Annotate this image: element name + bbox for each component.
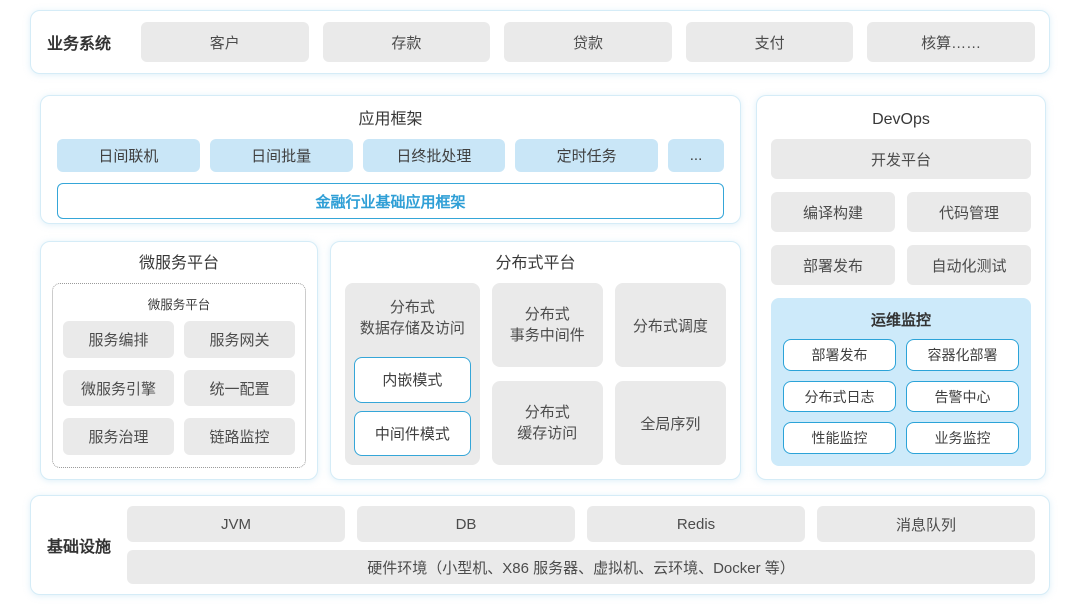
- distributed-scheduling: 分布式调度: [614, 283, 726, 368]
- platforms-row: 微服务平台 微服务平台 服务编排 服务网关 微服务引擎 统一配置 服务治理 链路…: [40, 241, 741, 480]
- microservice-item-trace-monitoring: 链路监控: [184, 418, 295, 455]
- infra-item-redis: Redis: [587, 506, 806, 542]
- app-framework-item-daytime-batch: 日间批量: [209, 139, 353, 173]
- devops-dev-platform: 开发平台: [771, 139, 1031, 180]
- distributed-transaction-middleware: 分布式 事务中间件: [491, 283, 603, 368]
- app-framework-item-more: ...: [668, 139, 724, 173]
- microservice-item-gateway: 服务网关: [184, 321, 295, 358]
- business-system-label: 业务系统: [47, 36, 112, 53]
- ops-monitoring-panel: 运维监控 部署发布 容器化部署 分布式日志 告警中心 性能监控 业务监控: [771, 298, 1031, 466]
- distributed-platform-panel: 分布式平台 分布式 数据存储及访问 内嵌模式 中间件模式 分布式 事务中间件 分…: [330, 241, 741, 480]
- distributed-platform-title: 分布式平台: [495, 255, 576, 272]
- distributed-storage-box: 分布式 数据存储及访问 内嵌模式 中间件模式: [345, 283, 480, 465]
- microservice-item-orchestration: 服务编排: [63, 321, 174, 358]
- business-system-item-customer: 客户: [141, 22, 309, 62]
- microservice-inner-title: 微服务平台: [147, 298, 211, 313]
- microservice-grid: 服务编排 服务网关 微服务引擎 统一配置 服务治理 链路监控: [63, 321, 295, 455]
- hardware-environment-box: 硬件环境（小型机、X86 服务器、虚拟机、云环境、Docker 等）: [127, 550, 1035, 584]
- ops-monitoring-title: 运维监控: [870, 312, 931, 330]
- infra-item-message-queue: 消息队列: [817, 506, 1036, 542]
- devops-item-build: 编译构建: [771, 192, 895, 233]
- distributed-right-column: 分布式调度 全局序列: [614, 283, 726, 465]
- app-framework-panel: 应用框架 日间联机 日间批量 日终批处理 定时任务 ... 金融行业基础应用框架: [40, 95, 741, 224]
- microservice-platform-title: 微服务平台: [138, 255, 219, 272]
- monitoring-item-business: 业务监控: [906, 422, 1019, 454]
- app-framework-items: 日间联机 日间批量 日终批处理 定时任务 ...: [57, 139, 724, 173]
- distributed-body: 分布式 数据存储及访问 内嵌模式 中间件模式 分布式 事务中间件 分布式 缓存访…: [345, 283, 726, 465]
- embedded-mode-box: 内嵌模式: [354, 357, 471, 403]
- monitoring-item-deploy-release: 部署发布: [783, 339, 896, 371]
- business-system-item-payment: 支付: [685, 22, 854, 62]
- business-system-item-accounting: 核算……: [867, 22, 1035, 62]
- devops-panel: DevOps 开发平台 编译构建 代码管理 部署发布 自动化测试 运维监控 部署…: [756, 95, 1046, 480]
- infra-item-db: DB: [357, 506, 576, 542]
- infrastructure-content: JVM DB Redis 消息队列 硬件环境（小型机、X86 服务器、虚拟机、云…: [127, 506, 1036, 584]
- monitoring-item-distributed-log: 分布式日志: [783, 380, 896, 413]
- monitoring-item-performance: 性能监控: [783, 422, 896, 454]
- app-framework-title: 应用框架: [358, 111, 423, 128]
- infrastructure-row: JVM DB Redis 消息队列: [127, 506, 1036, 542]
- microservice-platform-panel: 微服务平台 微服务平台 服务编排 服务网关 微服务引擎 统一配置 服务治理 链路…: [40, 241, 318, 480]
- microservice-item-governance: 服务治理: [63, 418, 174, 455]
- distributed-storage-title: 分布式 数据存储及访问: [359, 299, 465, 338]
- middle-area: 应用框架 日间联机 日间批量 日终批处理 定时任务 ... 金融行业基础应用框架…: [40, 95, 1046, 480]
- infra-item-jvm: JVM: [127, 506, 346, 542]
- base-framework-box: 金融行业基础应用框架: [57, 183, 724, 220]
- infrastructure-label: 基础设施: [47, 539, 112, 556]
- devops-item-code-management: 代码管理: [907, 192, 1031, 233]
- business-system-band: 业务系统 客户 存款 贷款 支付 核算……: [30, 10, 1050, 74]
- global-sequence: 全局序列: [614, 381, 726, 465]
- distributed-middle-column: 分布式 事务中间件 分布式 缓存访问: [491, 283, 603, 465]
- business-system-item-loan: 贷款: [504, 22, 672, 62]
- app-framework-item-scheduled-task: 定时任务: [515, 139, 658, 173]
- app-framework-item-daytime-online: 日间联机: [57, 139, 200, 173]
- left-column: 应用框架 日间联机 日间批量 日终批处理 定时任务 ... 金融行业基础应用框架…: [40, 95, 741, 480]
- microservice-item-unified-config: 统一配置: [184, 369, 295, 407]
- monitoring-item-containerized-deploy: 容器化部署: [906, 339, 1019, 371]
- monitoring-item-alert-center: 告警中心: [906, 380, 1019, 413]
- microservice-inner-box: 微服务平台 服务编排 服务网关 微服务引擎 统一配置 服务治理 链路监控: [52, 283, 306, 468]
- devops-item-deploy-release: 部署发布: [771, 245, 895, 286]
- infrastructure-band: 基础设施 JVM DB Redis 消息队列 硬件环境（小型机、X86 服务器、…: [30, 495, 1050, 595]
- business-system-item-deposit: 存款: [322, 22, 491, 62]
- devops-item-automated-testing: 自动化测试: [907, 245, 1031, 286]
- app-framework-item-eod-batch: 日终批处理: [362, 139, 506, 173]
- devops-title: DevOps: [872, 111, 930, 128]
- ops-monitoring-grid: 部署发布 容器化部署 分布式日志 告警中心 性能监控 业务监控: [783, 339, 1019, 454]
- middleware-mode-box: 中间件模式: [354, 410, 471, 456]
- distributed-cache-access: 分布式 缓存访问: [491, 381, 603, 465]
- devops-grid: 编译构建 代码管理 部署发布 自动化测试: [771, 192, 1031, 286]
- microservice-item-engine: 微服务引擎: [63, 369, 174, 407]
